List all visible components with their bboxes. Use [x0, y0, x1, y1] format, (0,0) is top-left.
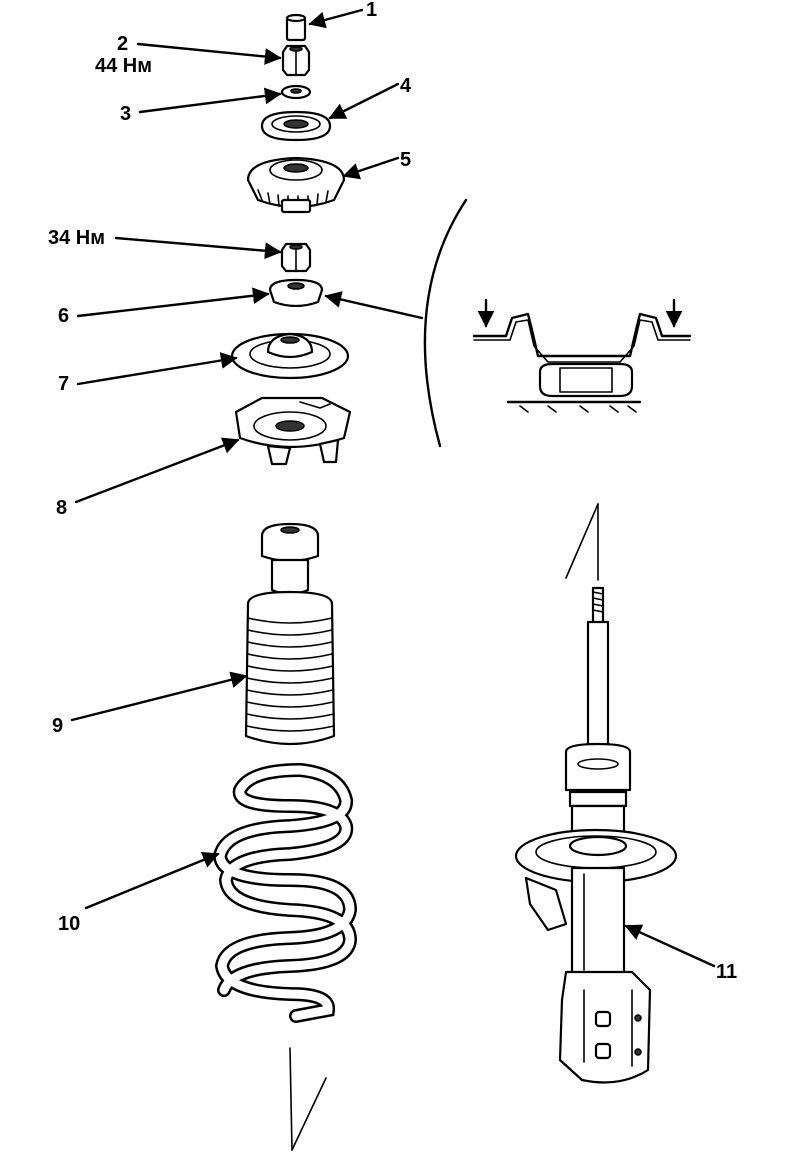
- leader-9: [70, 671, 248, 722]
- detail-inset: [324, 198, 692, 448]
- label-9: 9: [52, 715, 63, 737]
- label-7: 7: [58, 373, 69, 395]
- label-5: 5: [400, 149, 411, 171]
- part-5-top-mount: [246, 156, 346, 214]
- label-6: 6: [58, 305, 69, 327]
- part-6-bushing: [268, 278, 324, 308]
- part-7-spring-seat: [230, 332, 350, 380]
- part-10-coil-spring: [212, 763, 358, 1023]
- label-1: 1: [366, 0, 377, 21]
- torque-label-top: 44 Нм: [95, 55, 152, 77]
- label-10: 10: [58, 913, 80, 935]
- leader-8: [74, 437, 240, 504]
- label-3: 3: [120, 103, 131, 125]
- leader-7: [76, 352, 238, 386]
- nut-34nm: [280, 242, 312, 273]
- part-9-dust-boot: [244, 522, 336, 746]
- leader-2: [136, 42, 282, 65]
- leader-1: [308, 8, 364, 29]
- leader-3: [138, 87, 282, 114]
- label-11: 11: [716, 961, 737, 983]
- label-8: 8: [56, 497, 67, 519]
- label-4: 4: [400, 75, 412, 97]
- part-3-washer: [280, 84, 312, 100]
- label-2: 2: [117, 33, 128, 55]
- part-8-spring-seat-insulator: [234, 396, 352, 466]
- axis-lines: [289, 503, 599, 1151]
- leader-torque-mid: [114, 236, 282, 260]
- part-11-strut: [514, 586, 678, 1084]
- leader-10: [84, 851, 220, 910]
- part-1-cap: [285, 13, 307, 42]
- leader-6: [76, 287, 270, 318]
- leader-4: [328, 82, 400, 120]
- leader-5: [342, 156, 400, 180]
- torque-label-mid: 34 Нм: [48, 227, 105, 249]
- part-4-bearing: [260, 110, 332, 142]
- part-2-nut: [281, 44, 311, 77]
- leader-11: [624, 924, 716, 968]
